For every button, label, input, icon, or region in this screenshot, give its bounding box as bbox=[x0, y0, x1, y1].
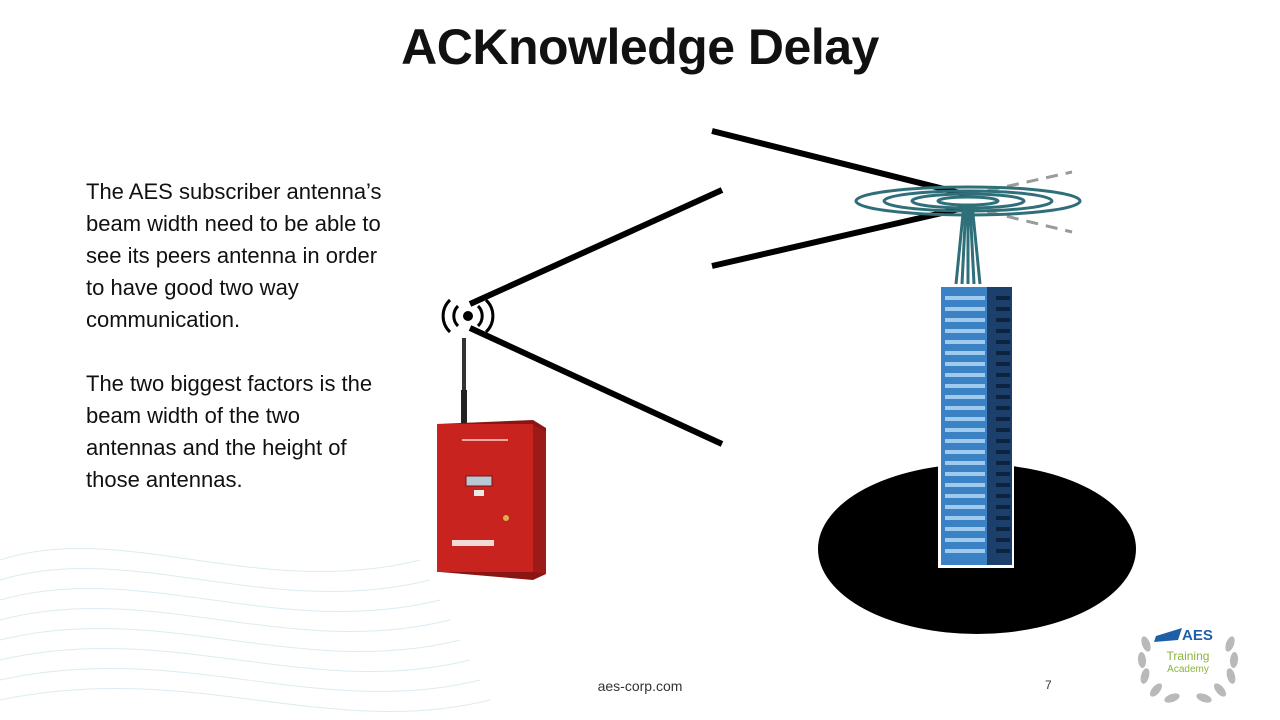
building-window-stripe bbox=[945, 395, 985, 399]
building-window-stripe-shadow bbox=[996, 505, 1010, 509]
tower-radiation-pattern-icon bbox=[854, 185, 1082, 217]
subscriber-beam-lines bbox=[468, 187, 724, 447]
building-window-stripe-shadow bbox=[996, 538, 1010, 542]
aes-training-academy-logo: AES Training Academy bbox=[1137, 627, 1239, 703]
building-window-stripe bbox=[945, 461, 985, 465]
paragraph-factors: The two biggest factors is the beam widt… bbox=[86, 371, 373, 492]
aes-logo-mark-icon bbox=[1154, 628, 1182, 642]
building-window-stripe bbox=[945, 494, 985, 498]
building-window-stripe bbox=[945, 483, 985, 487]
tower-antenna-mast-icon bbox=[954, 203, 982, 285]
building-window-stripe bbox=[945, 538, 985, 542]
building-window-stripe bbox=[945, 527, 985, 531]
tower-beam-dashed-lines bbox=[967, 170, 1073, 234]
building-window-stripe-shadow bbox=[996, 395, 1010, 399]
building-window-stripe-shadow bbox=[996, 373, 1010, 377]
page-number: 7 bbox=[1045, 678, 1052, 692]
building-window-stripe-shadow bbox=[996, 450, 1010, 454]
building-window-stripe bbox=[945, 329, 985, 333]
wireless-signal-icon bbox=[441, 298, 495, 334]
building-window-stripe-shadow bbox=[996, 351, 1010, 355]
building-window-stripe-shadow bbox=[996, 362, 1010, 366]
building-window-stripe bbox=[945, 417, 985, 421]
building-window-stripe bbox=[945, 351, 985, 355]
building-window-stripe-shadow bbox=[996, 461, 1010, 465]
building-window-stripe bbox=[945, 406, 985, 410]
building-window-stripe bbox=[945, 384, 985, 388]
building-window-stripe-shadow bbox=[996, 439, 1010, 443]
building-window-stripe bbox=[945, 516, 985, 520]
building-window-stripe bbox=[945, 340, 985, 344]
building-window-stripe-shadow bbox=[996, 384, 1010, 388]
logo-line-2: Academy bbox=[1167, 664, 1209, 675]
slide-body: The AES subscriber antenna’s beam width … bbox=[86, 176, 396, 528]
slide-title: ACKnowledge Delay bbox=[401, 19, 879, 75]
building-window-stripe-shadow bbox=[996, 406, 1010, 410]
building-window-stripe bbox=[945, 373, 985, 377]
building-window-stripe-shadow bbox=[996, 318, 1010, 322]
laurel-wreath-icon bbox=[1137, 636, 1239, 703]
building-window-stripe-shadow bbox=[996, 340, 1010, 344]
skyscraper-building-icon bbox=[938, 284, 1014, 568]
building-window-stripe-shadow bbox=[996, 516, 1010, 520]
tower-beam-lines bbox=[711, 128, 969, 269]
logo-line-1: Training bbox=[1167, 649, 1210, 663]
building-window-stripe-shadow bbox=[996, 428, 1010, 432]
logo-brand: AES bbox=[1182, 627, 1213, 644]
building-window-stripe-shadow bbox=[996, 417, 1010, 421]
footer-url: aes-corp.com bbox=[597, 678, 683, 694]
building-window-stripe bbox=[945, 549, 985, 553]
building-window-stripe-shadow bbox=[996, 527, 1010, 531]
building-window-stripe bbox=[945, 362, 985, 366]
building-window-stripe bbox=[945, 318, 985, 322]
building-window-stripe-shadow bbox=[996, 549, 1010, 553]
building-window-stripe bbox=[945, 428, 985, 432]
building-window-stripe-shadow bbox=[996, 329, 1010, 333]
building-window-stripe bbox=[945, 439, 985, 443]
building-window-stripe-shadow bbox=[996, 494, 1010, 498]
building-window-stripe-shadow bbox=[996, 483, 1010, 487]
building-window-stripe bbox=[945, 296, 985, 300]
building-window-stripe bbox=[945, 505, 985, 509]
building-window-stripe bbox=[945, 472, 985, 476]
building-window-stripe-shadow bbox=[996, 307, 1010, 311]
building-window-stripe bbox=[945, 450, 985, 454]
building-window-stripe-shadow bbox=[996, 472, 1010, 476]
subscriber-radio-device-icon bbox=[437, 338, 546, 580]
building-window-stripe-shadow bbox=[996, 296, 1010, 300]
building-window-stripe bbox=[945, 307, 985, 311]
paragraph-beam-width: The AES subscriber antenna’s beam width … bbox=[86, 179, 382, 332]
